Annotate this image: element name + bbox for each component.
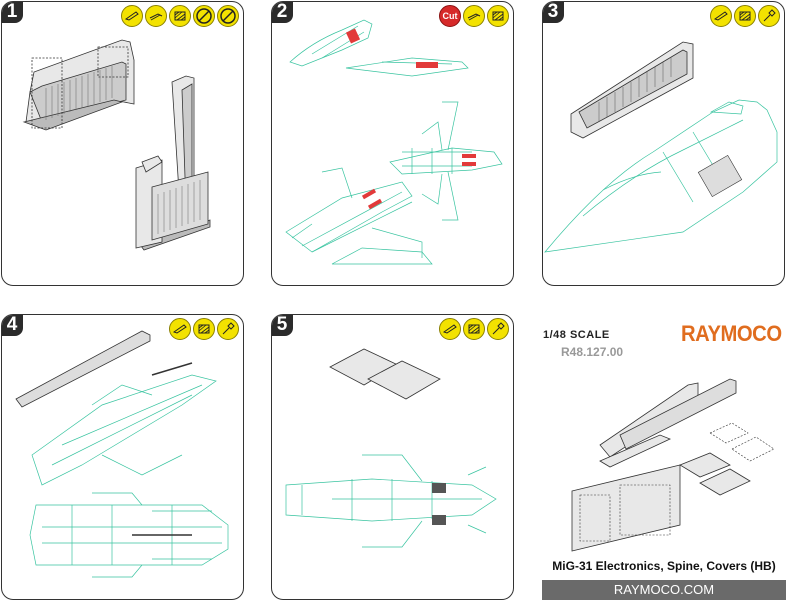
step-1-illustration [22,39,211,251]
step-1-panel: 1 [1,1,244,286]
tool-icons [169,318,239,340]
product-code: R48.127.00 [561,345,624,359]
step-number: 4 [2,315,23,336]
brand-logo: RAYMOCO [681,321,782,346]
step-number: 3 [543,2,564,23]
no-glue-icon [193,5,215,27]
knife-icon [169,318,191,340]
step-number: 1 [2,2,23,23]
glue-icon [169,5,191,27]
glue-icon [734,5,756,27]
no-paint-icon [217,5,239,27]
website-bar[interactable]: RAYMOCO.COM [542,580,786,600]
step-4-illustration [15,330,229,578]
product-title: MiG-31 Electronics, Spine, Covers (HB) [552,559,776,573]
sanding-icon [463,5,485,27]
step-2-panel: 2 Cut [271,1,514,286]
step-3-panel: 3 [542,1,785,286]
scale-label: 1/48 SCALE [543,329,610,341]
tool-icons: Cut [439,5,509,27]
tool-icons [121,5,239,27]
brush-icon [217,318,239,340]
brush-icon [758,5,780,27]
step-4-panel: 4 [1,314,244,600]
brush-icon [487,318,509,340]
knife-icon [710,5,732,27]
glue-icon [193,318,215,340]
step-number: 5 [272,315,293,336]
product-parts-illustration [571,378,775,552]
step-5-illustration [285,348,497,548]
step-5-panel: 5 [271,314,514,600]
step-number: 2 [272,2,293,23]
knife-icon [439,318,461,340]
step-3-illustration [544,41,778,253]
knife-icon [121,5,143,27]
tool-icons [439,318,509,340]
glue-icon [463,318,485,340]
step-2-illustration [285,19,503,265]
glue-icon [487,5,509,27]
cut-icon: Cut [439,5,461,27]
tool-icons [710,5,780,27]
sanding-icon [145,5,167,27]
